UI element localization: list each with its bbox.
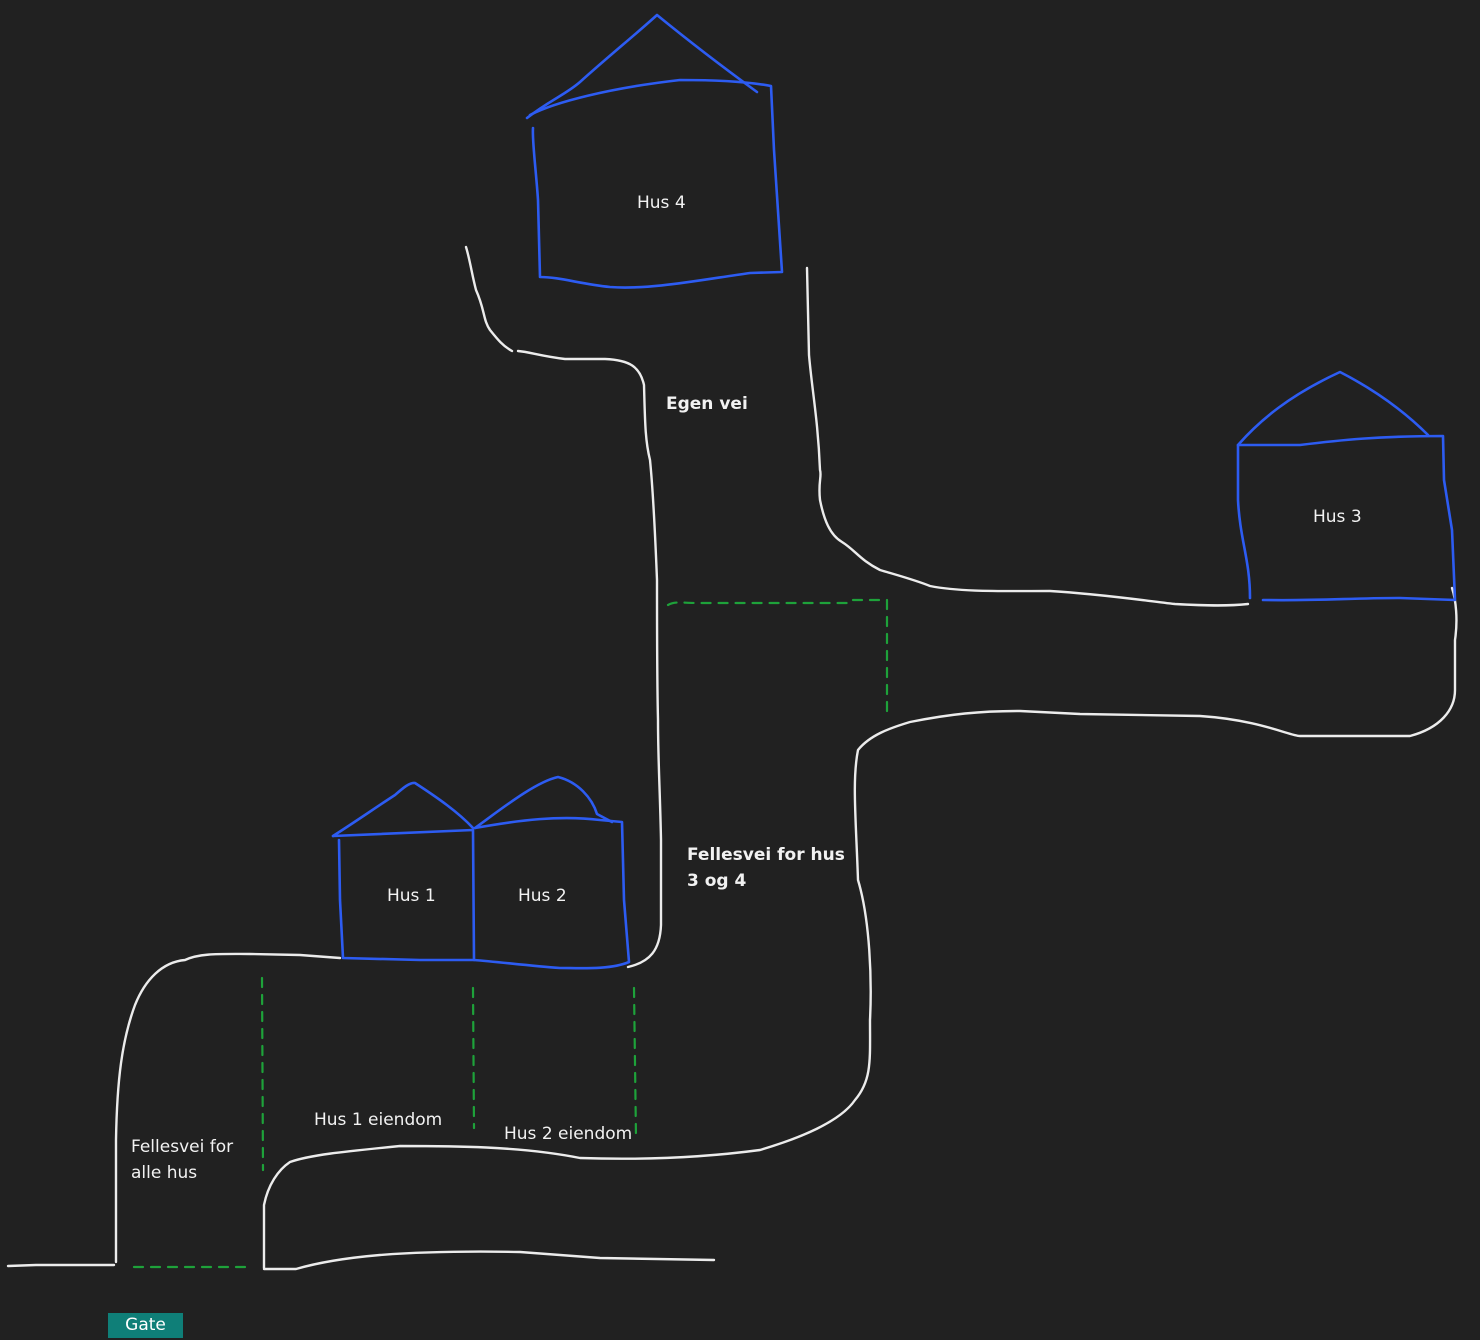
property-boundaries [132,598,889,1269]
gate-button[interactable]: Gate [108,1313,183,1338]
fellesvei-alle-label-line2: alle hus [131,1163,198,1183]
house-4-outline [525,13,784,289]
boundary-hus1-left [260,976,265,1172]
hus2-eiendom-label: Hus 2 eiendom [504,1124,633,1144]
egen-vei-right-edge [805,266,1250,607]
house-3-outline [1236,370,1457,602]
house-2-outline [472,775,631,970]
fellesvei-alle-right-edge [262,586,1458,1270]
fellesvei-alle-label-line1: Fellesvei for [131,1137,234,1157]
fellesvei-hus34-left-edge [516,349,663,969]
house-1-outline [331,781,476,962]
house-2-label: Hus 2 [518,886,567,906]
street-left-edge [6,1263,116,1268]
fellesvei-hus34-label-line2: 3 og 4 [687,871,747,891]
road-outlines [6,245,1458,1271]
boundary-hus1-hus2 [471,986,476,1130]
fellesvei-alle-left-edge [114,952,342,1264]
house-4-label: Hus 4 [637,193,686,213]
egen-vei-label: Egen vei [666,394,748,414]
hus1-eiendom-label: Hus 1 eiendom [314,1110,443,1130]
house-1-label: Hus 1 [387,886,436,906]
fellesvei-hus34-label-line1: Fellesvei for hus [687,845,845,865]
boundary-fellesvei-hus34 [666,598,889,720]
boundary-hus2-right [632,986,638,1140]
street-bottom-edge [262,1250,716,1271]
house-3-label: Hus 3 [1313,507,1362,527]
egen-vei-left-edge [464,245,514,353]
